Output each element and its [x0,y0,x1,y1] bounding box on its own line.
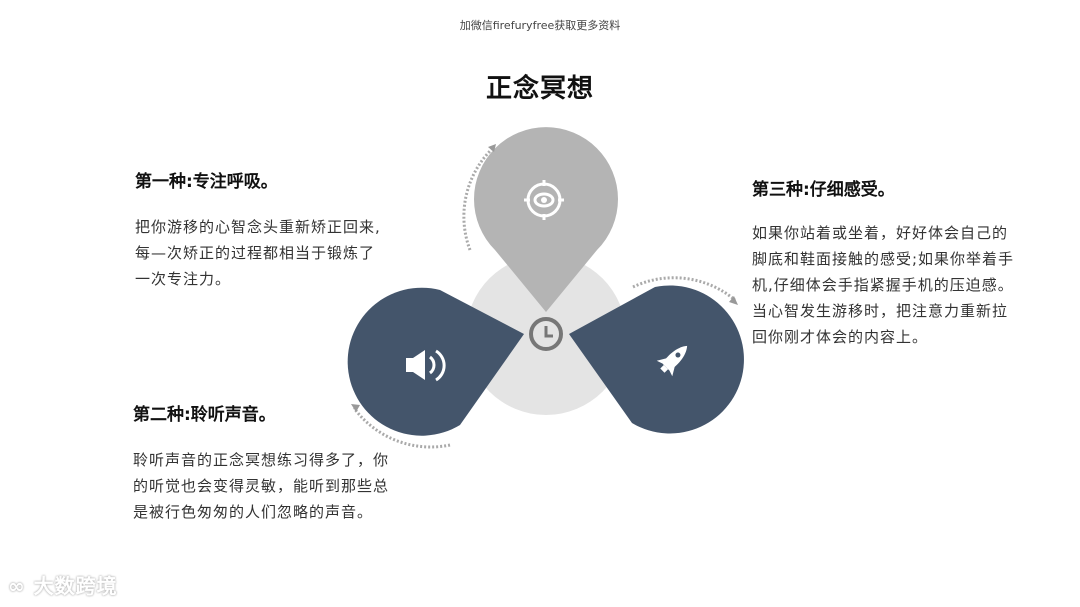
speaker-icon [406,349,446,382]
body-line: 一次专注力。 [135,270,232,288]
body-line: 把你游移的心智念头重新矫正回来, [135,218,381,236]
body-line: 的听觉也会变得灵敏，能听到那些总 [133,477,390,495]
method-heading: 第一种:专注呼吸。 [135,172,278,192]
top-watermark: 加微信firefuryfree获取更多资料 [459,19,621,32]
method-body: 把你游移的心智念头重新矫正回来, 每—次矫正的过程都相当于锻炼了 一次专注力。 [135,214,425,292]
dotted-arrow-right [632,276,738,305]
method-listening: 第二种:聆听声音。 聆听声音的正念冥想练习得多了，你 的听觉也会变得灵敏，能听到… [133,400,433,525]
method-feeling: 第三种:仔细感受。 如果你站着或坐着，好好体会自己的 脚底和鞋面接触的感受;如果… [752,175,1052,350]
method-heading: 第三种:仔细感受。 [752,180,895,200]
brand-logo: ∞ 大数跨境 [8,574,118,598]
dotted-arrow-left [351,404,451,449]
body-line: 回你刚才体会的内容上。 [752,328,929,346]
body-line: 机,仔细体会手指紧握手机的压迫感。 [752,276,1014,294]
body-line: 是被行色匆匆的人们忽略的声音。 [133,503,374,521]
teardrop-listening [347,287,524,436]
body-line: 当心智发生游移时，把注意力重新拉 [752,302,1009,320]
body-line: 脚底和鞋面接触的感受;如果你举着手 [752,250,1015,268]
teardrop-breathing [474,127,618,313]
body-line: 每—次矫正的过程都相当于锻炼了 [135,244,376,262]
clock-icon [529,317,563,351]
method-body: 如果你站着或坐着，好好体会自己的 脚底和鞋面接触的感受;如果你举着手 机,仔细体… [752,220,1052,350]
target-eye-icon [524,180,564,220]
method-heading: 第二种:聆听声音。 [133,405,276,425]
method-breathing: 第一种:专注呼吸。 把你游移的心智念头重新矫正回来, 每—次矫正的过程都相当于锻… [135,167,425,292]
body-line: 如果你站着或坐着，好好体会自己的 [752,224,1009,242]
page-title: 正念冥想 [485,74,594,104]
body-line: 聆听声音的正念冥想练习得多了，你 [133,451,390,469]
method-body: 聆听声音的正念冥想练习得多了，你 的听觉也会变得灵敏，能听到那些总 是被行色匆匆… [133,447,433,525]
teardrop-feeling [569,285,744,434]
dotted-arrow-top [462,144,496,251]
